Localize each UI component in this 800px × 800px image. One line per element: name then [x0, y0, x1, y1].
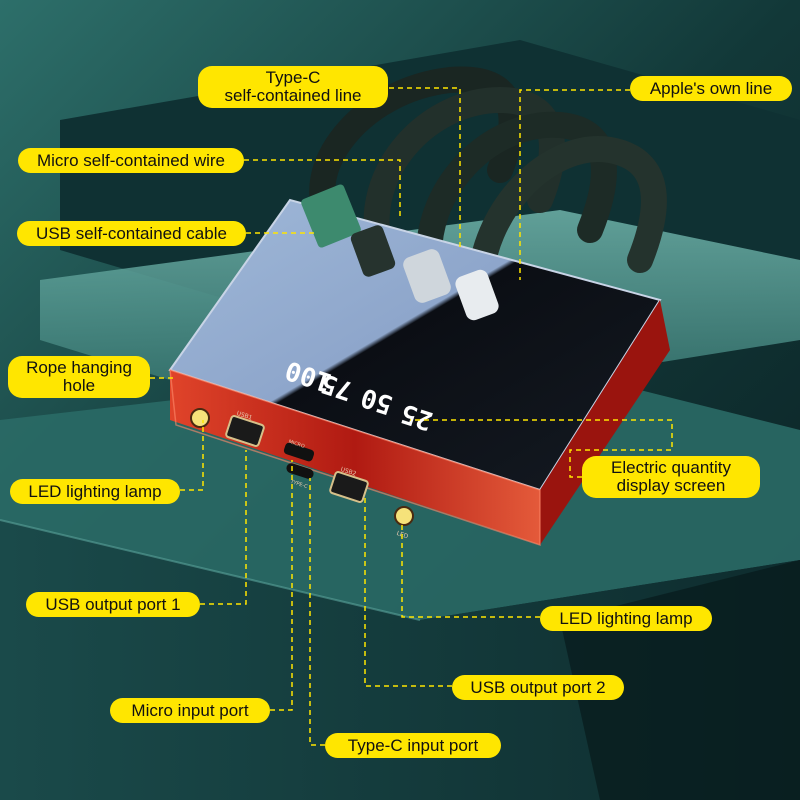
led-lamp-right: [394, 506, 414, 526]
port-label-usb1: USB1: [236, 410, 254, 422]
port-label-typec: TYPE-C: [289, 479, 309, 491]
micro-connector-head: [350, 225, 396, 277]
leader-apple-line: [519, 89, 630, 280]
port-label-usb2: USB2: [340, 466, 358, 478]
usb-output-port-2: [329, 471, 369, 503]
callout-apple-line: Apple's own line: [630, 76, 792, 101]
lightning-connector-head: [455, 269, 499, 321]
red-front-side: [170, 370, 540, 545]
callout-typec-line-2: self-contained line: [224, 86, 362, 105]
callout-micro-wire: Micro self-contained wire: [18, 148, 244, 173]
port-label-micro: MICRO: [288, 439, 306, 450]
micro-input-port: [283, 442, 315, 462]
usb-output-port-1: [225, 415, 265, 447]
leader-micro-wire: [244, 159, 401, 220]
leader-led-left: [180, 420, 204, 491]
callout-led-left: LED lighting lamp: [10, 479, 180, 504]
cables: [309, 66, 667, 303]
callout-micro-input: Micro input port: [110, 698, 270, 723]
red-right-side: [540, 300, 670, 545]
typec-connector-head: [403, 249, 451, 303]
callout-usb-cable: USB self-contained cable: [17, 221, 246, 246]
callout-typec-line: Type-C self-contained line: [198, 66, 388, 108]
side-highlight: [169, 368, 541, 547]
leader-display: [410, 419, 673, 478]
leader-micro-input: [270, 460, 293, 711]
typec-cable-ribbon: [416, 111, 617, 283]
typec-input-port: [286, 463, 314, 479]
apple-cable-ribbon: [467, 136, 667, 303]
callout-display-screen: Electric quantity display screen: [582, 456, 760, 498]
callout-usb-port-2: USB output port 2: [452, 675, 624, 700]
callout-typec-input: Type-C input port: [325, 733, 501, 758]
leader-usb-port-1: [200, 450, 247, 605]
leader-usb-port-2: [364, 495, 452, 687]
usb-connector-head: [301, 184, 361, 248]
led-lamp-left: [190, 408, 210, 428]
leader-led-right: [401, 525, 540, 618]
callout-rope-hole: Rope hanging hole: [8, 356, 150, 398]
power-bank: 100 75 50 25 USB1 MICRO TYPE-C USB2 LED: [168, 184, 670, 547]
callout-rope-hole-1: Rope hanging: [26, 358, 132, 377]
callout-usb-port-1: USB output port 1: [26, 592, 200, 617]
callout-display-2: display screen: [616, 476, 726, 495]
edge-highlight: [0, 519, 421, 621]
callout-typec-line-1: Type-C: [265, 68, 321, 87]
callout-rope-hole-2: hole: [62, 376, 96, 395]
leader-typec-input: [309, 478, 325, 746]
callout-display-1: Electric quantity: [611, 458, 731, 477]
leader-lines: [150, 87, 673, 746]
callout-led-right: LED lighting lamp: [540, 606, 712, 631]
